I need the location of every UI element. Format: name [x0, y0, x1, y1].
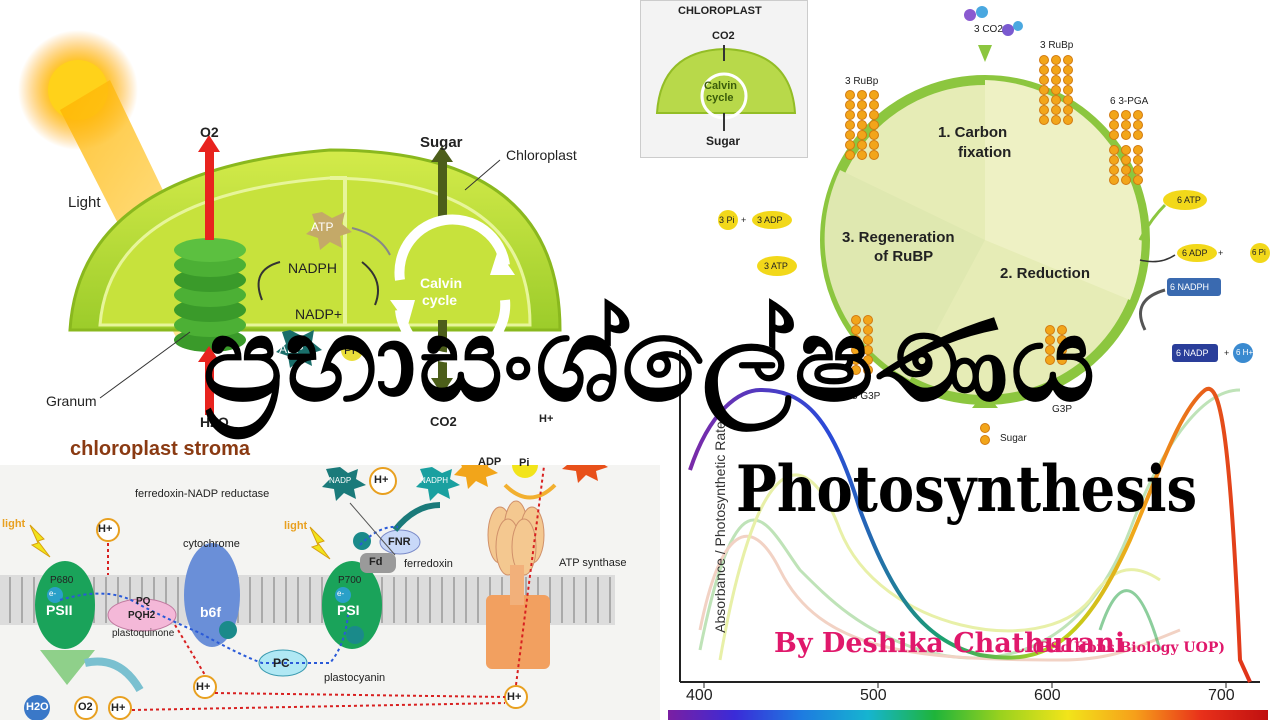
plus-label-2: + [741, 215, 747, 225]
fd-label: Fd [369, 556, 383, 568]
h-label-water: H+ [111, 702, 126, 714]
o2-label: O2 [200, 124, 219, 140]
plastocyanin-label: plastocyanin [324, 672, 386, 684]
adp-label: ADP [279, 342, 304, 356]
nadph-label: NADPH [288, 260, 338, 276]
ferredoxin-label: ferredoxin [404, 558, 453, 570]
fnr-label: FNR [388, 536, 411, 548]
tick-700: 700 [1208, 687, 1235, 704]
calvin-cycle-diagram [718, 6, 1270, 445]
h-label-top: H+ [539, 413, 554, 425]
pga-label: 6 3-PGA [1110, 96, 1149, 107]
atp6-label: 6 ATP [1177, 195, 1201, 205]
cytochrome-complex [184, 543, 240, 647]
adp6-label: 6 ADP [1182, 248, 1208, 258]
atp-etc-label: ATP [573, 447, 595, 459]
author-byline: By Deshika Chathurani [774, 628, 1126, 659]
p700-label: P700 [338, 575, 362, 586]
chloroplast-label: Chloroplast [506, 147, 577, 163]
inset-heading: CHLOROPLAST [678, 5, 762, 17]
h-label-lumen: H+ [98, 523, 113, 535]
calvin-sugar-label: Sugar [1000, 433, 1027, 444]
b6f-label: b6f [200, 604, 221, 620]
granum-label: Granum [46, 393, 97, 409]
co2-label: CO2 [430, 414, 457, 429]
rubp-top-label: 3 RuBp [1040, 40, 1074, 51]
psii-label: PSII [46, 602, 73, 618]
author-credentials: (BSc Hons Biology UOP) [1032, 640, 1225, 656]
e-label-psii: e- [49, 589, 57, 598]
h6-label: 6 H+ [1236, 348, 1254, 357]
nadph-etc-label: NADPH [420, 476, 449, 485]
psii-complex [35, 561, 95, 649]
pq-label: PQ [136, 596, 151, 607]
stage1-label-b: fixation [958, 144, 1012, 161]
psi-label: PSI [337, 602, 360, 618]
atp3-label: 3 ATP [764, 261, 788, 271]
o2-etc-label: O2 [78, 701, 93, 713]
nadp6-label: 6 NADP [1176, 348, 1209, 358]
adp-etc-label: ADP [478, 456, 502, 468]
tick-600: 600 [1034, 687, 1061, 704]
h-label-nadp: H+ [374, 474, 389, 486]
tick-500: 500 [860, 687, 887, 704]
inset-calvin-1: Calvin [704, 80, 738, 92]
stage3-label-a: 3. Regeneration [842, 229, 955, 246]
granum-stack [174, 238, 246, 352]
sugar-label: Sugar [420, 134, 463, 151]
stroma-label: chloroplast stroma [70, 438, 251, 460]
h2o-label: H2O [200, 414, 229, 430]
stage1-label-a: 1. Carbon [938, 124, 1008, 141]
adp-star [276, 330, 322, 368]
sinhala-title: ප්‍රභාසංශ්ලේෂණය [202, 289, 1098, 428]
light-label-2: light [284, 520, 308, 532]
chloroplast-inset [640, 0, 808, 158]
h2o-etc-label: H2O [26, 701, 49, 713]
inset-co2: CO2 [712, 30, 735, 42]
e-label-psi: e- [337, 589, 345, 598]
pi6-label: 6 Pi [1252, 248, 1266, 257]
co2-in-label: 3 CO2 [974, 24, 1003, 35]
plus-label-3: + [1224, 348, 1230, 358]
chloroplast-overview-diagram [18, 30, 562, 415]
h-label-b6f: H+ [196, 681, 211, 693]
nadph6-label: 6 NADPH [1170, 282, 1210, 292]
atp-label: ATP [311, 220, 334, 234]
light-label: Light [68, 194, 101, 211]
inset-sugar: Sugar [706, 134, 741, 148]
nadp-label: NADP+ [295, 306, 343, 322]
h-label-synthase: H+ [507, 691, 522, 703]
inset-calvin-2: cycle [706, 92, 734, 104]
atp-star [306, 212, 352, 250]
tick-400: 400 [686, 687, 713, 704]
rubp-left-label: 3 RuBp [845, 76, 879, 87]
action-spectrum-chart [679, 350, 1260, 688]
g3p5-label: 5 G3P [852, 391, 881, 402]
atp-synthase-label: ATP synthase [559, 557, 627, 569]
stage2-label: 2. Reduction [1000, 265, 1091, 282]
g3p-label: G3P [1052, 404, 1073, 415]
cytochrome-label: cytochrome [183, 538, 240, 550]
p680-label: P680 [50, 575, 74, 586]
plus-label-1: + [1218, 248, 1224, 258]
pc-label: PC [273, 656, 290, 670]
english-title: Photosynthesis [736, 452, 1198, 527]
calvin-label-1: Calvin [420, 275, 463, 291]
pi-label: Pi [344, 343, 355, 357]
pi3-label: 3 Pi [719, 215, 735, 225]
fnr-full-label: ferredoxin-NADP reductase [135, 488, 270, 500]
nadp-etc-label: NADP [329, 476, 352, 485]
light-label-1: light [2, 518, 26, 530]
adp3-label: 3 ADP [757, 215, 783, 225]
color-spectrum-bar [668, 710, 1268, 720]
pi-etc-label: Pi [519, 457, 530, 469]
pqh2-label: PQH2 [128, 610, 156, 621]
plastoquinone-label: plastoquinone [112, 628, 175, 639]
stage3-label-b: of RuBP [874, 248, 934, 265]
psi-complex [322, 561, 382, 649]
calvin-label-2: cycle [422, 292, 458, 308]
electron-transport-diagram [0, 465, 615, 720]
